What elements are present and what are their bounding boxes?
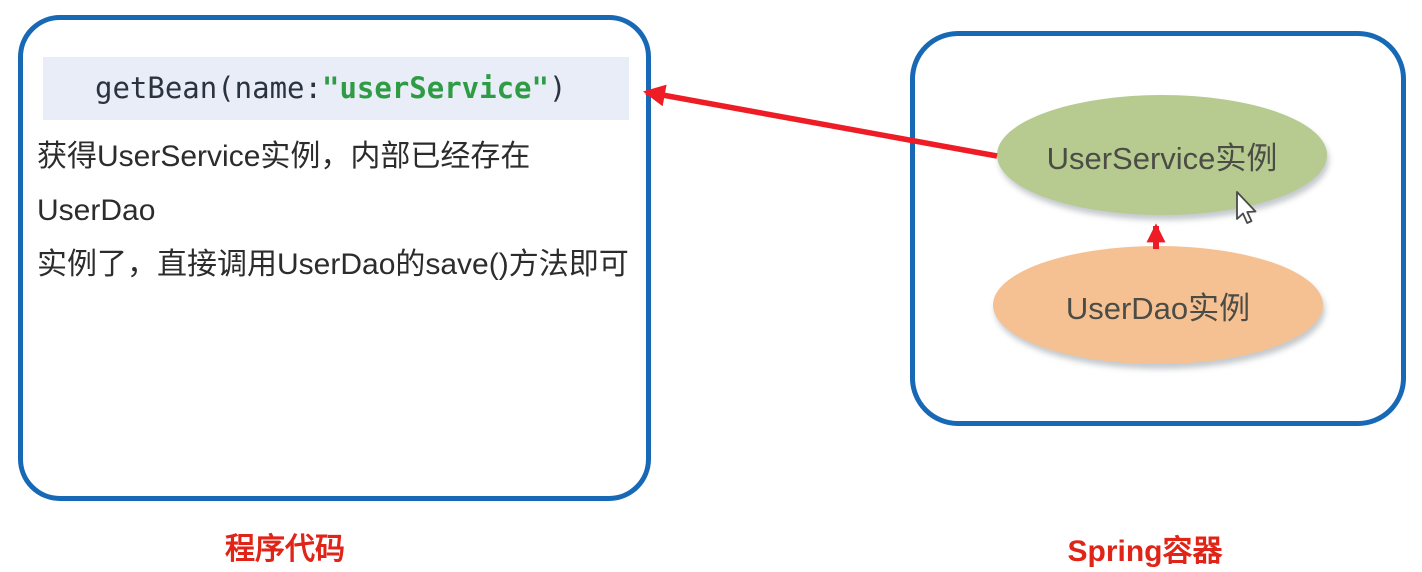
code-string-literal: "userService" bbox=[321, 71, 549, 105]
code-suffix: ) bbox=[548, 71, 567, 105]
description-line-2: 实例了，直接调用UserDao的save()方法即可 bbox=[37, 248, 629, 281]
spring-container-box bbox=[910, 31, 1406, 426]
code-description: 获得UserService实例，内部已经存在UserDao 实例了，直接调用Us… bbox=[37, 130, 637, 292]
code-snippet: getBean(name:"userService") bbox=[43, 57, 629, 120]
program-code-caption: 程序代码 bbox=[225, 533, 345, 566]
code-prefix: getBean(name: bbox=[95, 71, 322, 105]
description-line-1: 获得UserService实例，内部已经存在UserDao bbox=[37, 140, 531, 227]
userdao-ellipse-label: UserDao实例 bbox=[1065, 290, 1251, 326]
userservice-ellipse: UserService实例 bbox=[997, 95, 1327, 215]
spring-container-caption: Spring容器 bbox=[1067, 535, 1223, 568]
userdao-ellipse: UserDao实例 bbox=[993, 246, 1323, 364]
userservice-ellipse-label: UserService实例 bbox=[1046, 140, 1278, 176]
